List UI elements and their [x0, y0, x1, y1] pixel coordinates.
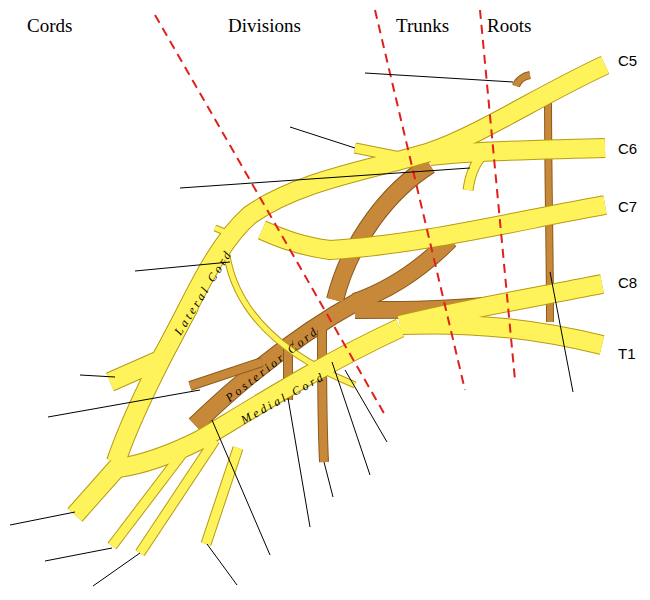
region-heading: Cords — [27, 16, 72, 35]
root-label: T1 — [618, 346, 636, 361]
region-heading: Divisions — [228, 16, 301, 35]
root-label: C5 — [618, 53, 637, 68]
root-label: C7 — [618, 199, 637, 214]
root-label: C6 — [618, 141, 637, 156]
region-heading: Roots — [487, 16, 531, 35]
root-label: C8 — [618, 275, 637, 290]
region-heading: Trunks — [396, 16, 449, 35]
